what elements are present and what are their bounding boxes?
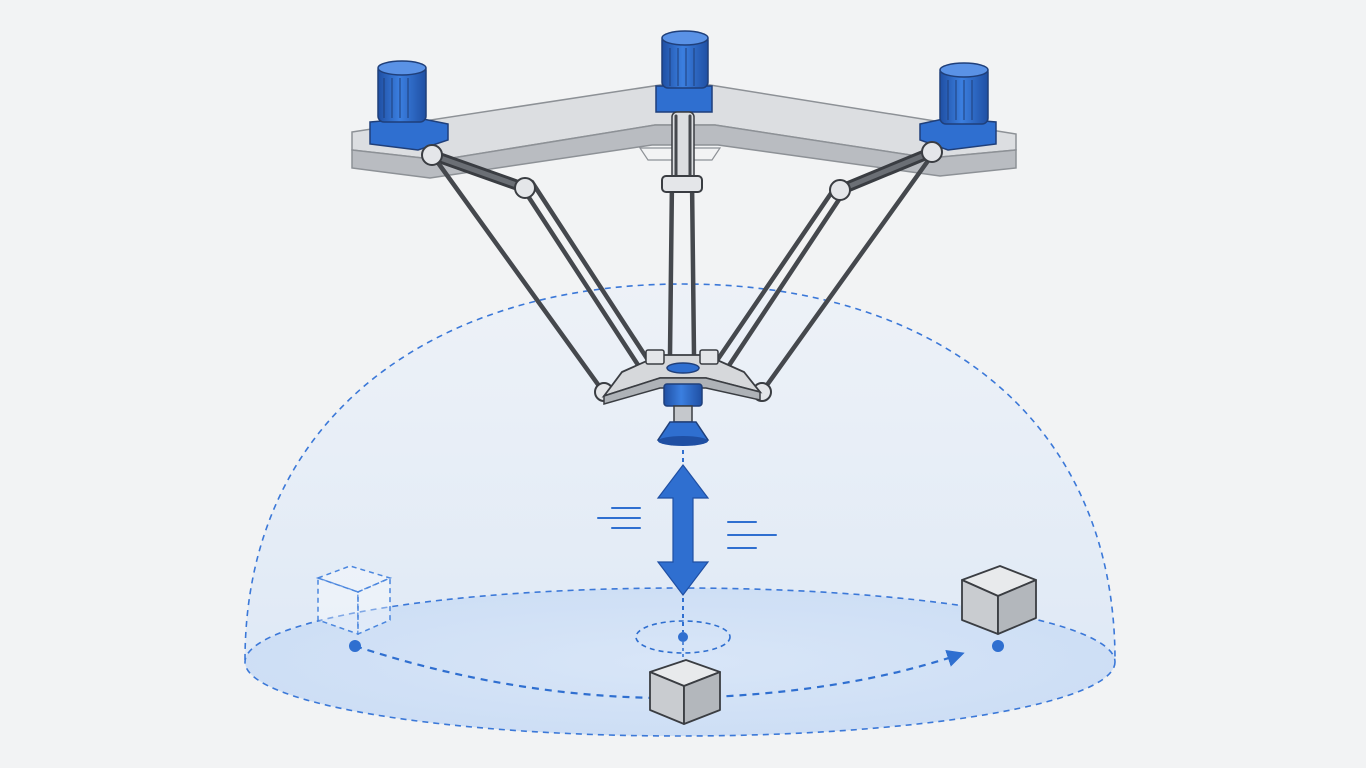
end-effector-platform bbox=[601, 349, 763, 405]
rod-left-inner bbox=[521, 187, 643, 371]
motor-center bbox=[655, 30, 713, 113]
center-target-ring bbox=[635, 620, 731, 668]
rod-left-outer bbox=[433, 157, 605, 393]
rod-right-inner bbox=[713, 183, 839, 365]
ghost-cube-start bbox=[315, 565, 393, 636]
speed-lines-icon bbox=[597, 507, 777, 549]
frame-front-face bbox=[351, 124, 1017, 179]
parallel-rods bbox=[433, 114, 933, 395]
rod-right-outer bbox=[759, 155, 933, 395]
double-vertical-arrow-icon bbox=[656, 450, 710, 632]
motor-right bbox=[919, 62, 997, 151]
motor-left bbox=[369, 60, 449, 151]
path-end-point bbox=[992, 640, 1004, 652]
rod-center-left bbox=[667, 177, 675, 358]
rod-center-right bbox=[689, 177, 697, 358]
pick-and-place-path bbox=[349, 640, 1004, 700]
ball-joints bbox=[421, 141, 943, 402]
workspace-dome-outline bbox=[244, 283, 1116, 661]
cube-center bbox=[649, 659, 721, 725]
suction-cup-gripper bbox=[656, 383, 710, 446]
cube-target bbox=[961, 565, 1037, 635]
path-start-point bbox=[349, 640, 361, 652]
